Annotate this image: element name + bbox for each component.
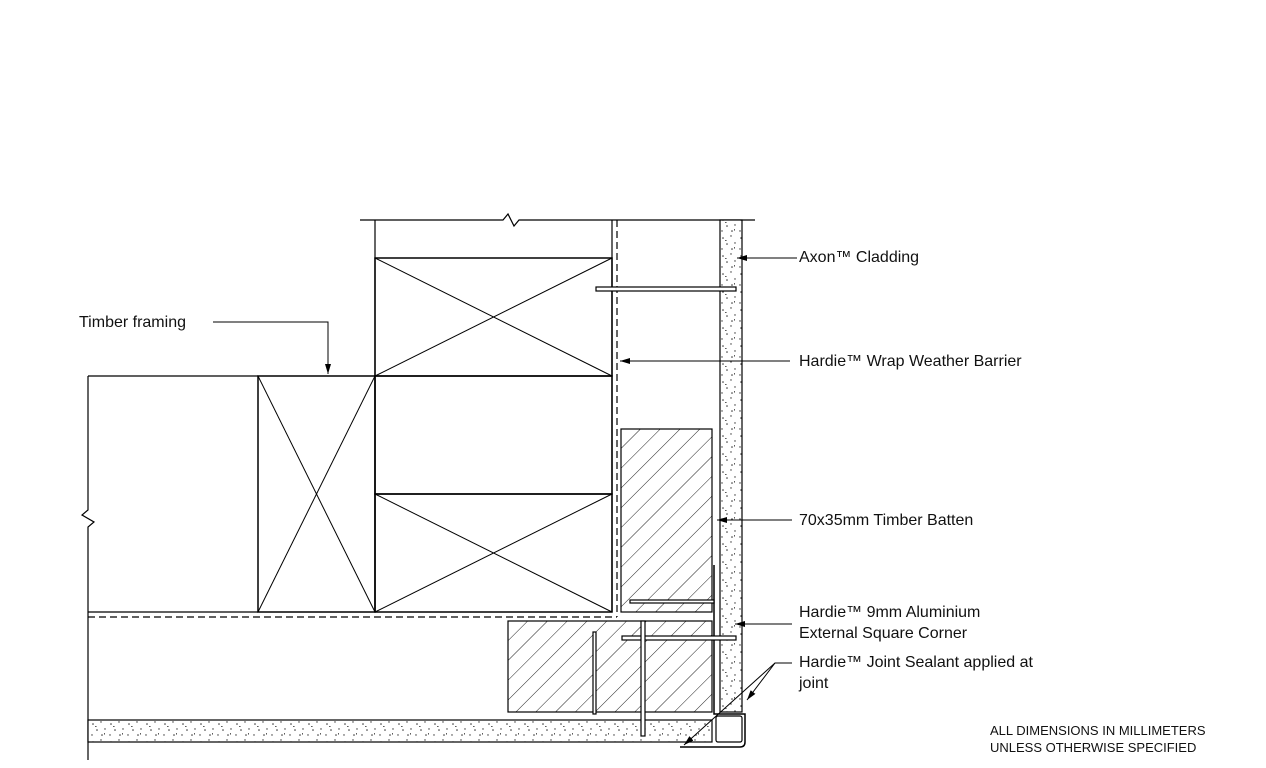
nail: [592, 631, 597, 715]
label-joint-sealant: Hardie™ Joint Sealant applied at joint: [799, 652, 1033, 694]
timber-stud-middle: [374, 375, 613, 495]
label-joint-sealant-line2: joint: [799, 675, 829, 692]
label-axon-cladding: Axon™ Cladding: [799, 249, 920, 266]
label-timber-framing: Timber framing: [79, 314, 186, 331]
label-aluminium-corner: Hardie™ 9mm Aluminium External Square Co…: [799, 602, 980, 644]
nail: [629, 599, 715, 604]
dimensions-note-line1: ALL DIMENSIONS IN MILLIMETERS: [990, 723, 1206, 738]
label-timber-batten: 70x35mm Timber Batten: [799, 512, 974, 529]
screw: [595, 286, 737, 292]
axon-cladding-horizontal: [87, 719, 713, 743]
timber-batten-horizontal: [507, 620, 713, 713]
timber-batten-vertical: [620, 428, 713, 613]
dimensions-note-line2: UNLESS OTHERWISE SPECIFIED: [990, 740, 1197, 755]
label-joint-sealant-line1: Hardie™ Joint Sealant applied at: [799, 654, 1033, 671]
sealant-leader-2: [683, 662, 776, 746]
screw: [621, 635, 737, 641]
nail: [640, 620, 646, 737]
dimensions-note: ALL DIMENSIONS IN MILLIMETERS UNLESS OTH…: [990, 722, 1206, 756]
label-aluminium-corner-line1: Hardie™ 9mm Aluminium: [799, 604, 981, 621]
aluminium-corner: [680, 565, 746, 748]
timber-stud-top: [374, 257, 613, 377]
label-aluminium-corner-line2: External Square Corner: [799, 625, 968, 642]
left-break-line: [80, 376, 96, 760]
timber-framing-leader: [213, 321, 331, 374]
axon-cladding-vertical: [719, 219, 743, 713]
timber-stud-left: [257, 375, 376, 613]
timber-stud-bottom: [374, 493, 613, 613]
label-weather-barrier: Hardie™ Wrap Weather Barrier: [799, 353, 1022, 370]
top-break-line: [360, 212, 755, 228]
